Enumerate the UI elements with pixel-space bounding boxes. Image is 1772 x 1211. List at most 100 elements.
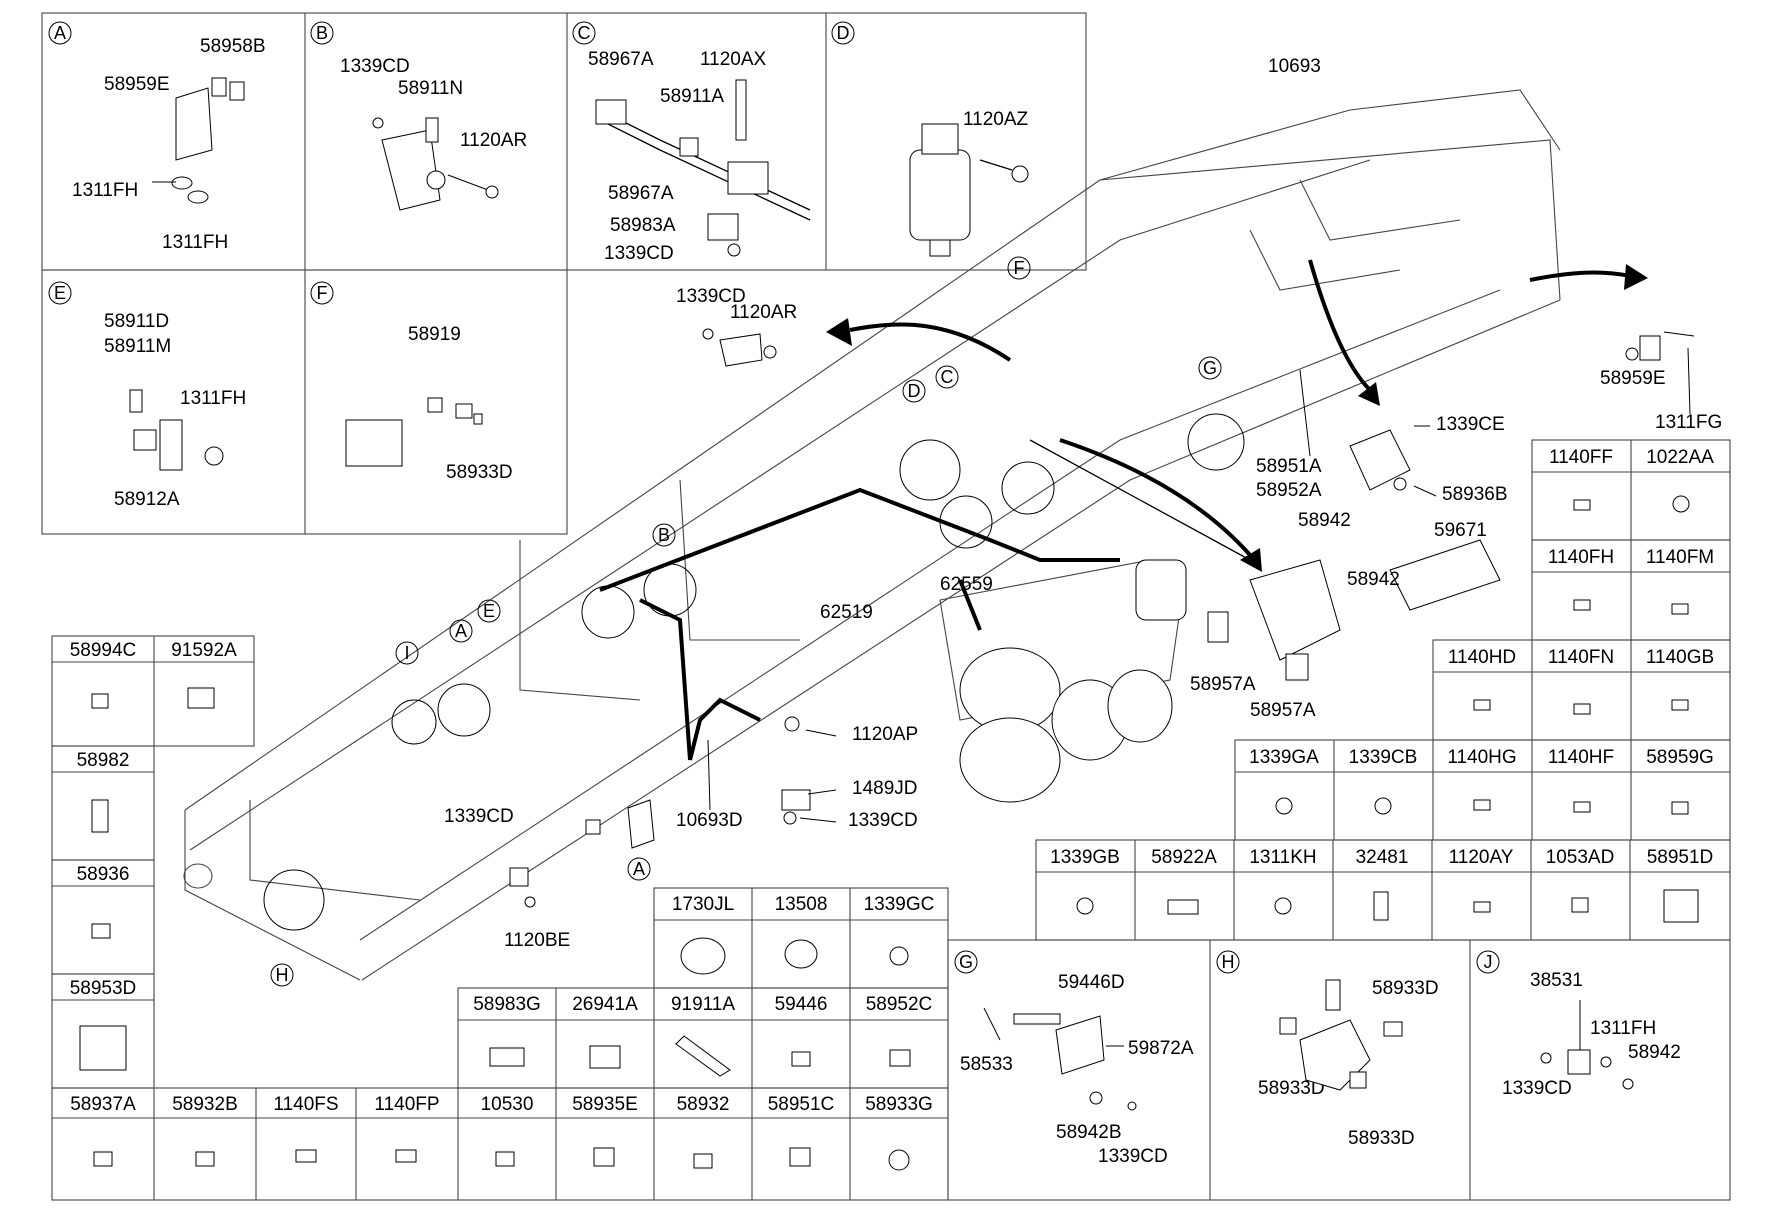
part-label: 58911N	[398, 78, 463, 99]
table-cell: 58953D	[70, 978, 137, 999]
table-cell: 58937A	[70, 1094, 136, 1115]
nut-icon	[1127, 1101, 1137, 1111]
part-label: 1311FH	[180, 388, 246, 409]
nut-icon	[1275, 797, 1293, 815]
part-label: 1339CD	[1098, 1146, 1168, 1167]
nut-icon	[889, 946, 909, 966]
section-a: 58958B 58959E 1311FH 1311FH	[72, 36, 266, 253]
main-labels: 10693 1339CD 1120AR 58959E 1311FG 1339CE…	[444, 56, 1722, 951]
bolt-icon	[763, 345, 777, 359]
part-label: 58983A	[610, 215, 676, 236]
arrow-icon	[1624, 264, 1648, 290]
table-cell: 58952C	[866, 994, 933, 1015]
clip-icon	[187, 687, 215, 709]
table-cell: 58994C	[70, 640, 137, 661]
bracket-icon	[1207, 611, 1229, 643]
bolt-icon	[1573, 499, 1591, 511]
part-label: 58911M	[104, 336, 171, 357]
tank-assembly	[939, 559, 1187, 803]
section-letter-h: H	[1222, 952, 1235, 972]
valve-icon	[1249, 559, 1341, 661]
bracket-icon	[91, 799, 109, 833]
bolt-icon	[1473, 799, 1491, 811]
section-letter-c: C	[578, 23, 591, 43]
part-label: 1120BE	[504, 930, 570, 951]
part-label: 62519	[820, 602, 873, 623]
part-label: 58533	[960, 1054, 1013, 1075]
main-parts	[509, 328, 1695, 908]
part-label: 1339CE	[1436, 414, 1505, 435]
table-cell: 58951C	[768, 1094, 835, 1115]
part-label: 59872A	[1128, 1038, 1194, 1059]
elbow-icon	[593, 1147, 615, 1167]
bracket-icon	[1571, 897, 1589, 913]
bracket-icon	[489, 1047, 525, 1067]
table-cell: 58935E	[572, 1094, 638, 1115]
table-cell: 1339GB	[1050, 847, 1120, 868]
pin-icon	[1013, 1013, 1061, 1025]
section-b: 1339CD 58911N 1120AR	[340, 56, 527, 211]
bolt-icon	[735, 79, 747, 141]
callouts: F D C G B E A I H A	[263, 256, 1245, 987]
table-cell: 91911A	[671, 994, 735, 1015]
bottom-parts-table: 1730JL 13508 1339GC 58983G 26941A 91911A…	[51, 887, 949, 1201]
section-c: 58967A 1120AX 58911A 58967A 58983A 1339C…	[588, 49, 811, 264]
table-cell: 1022AA	[1646, 447, 1714, 468]
table-part-icons	[1076, 495, 1699, 923]
part-label: 58942B	[1056, 1122, 1122, 1143]
fitting-icon	[1325, 979, 1341, 1011]
nut-icon	[888, 1149, 910, 1171]
table-cell: 1140FP	[374, 1094, 439, 1115]
bracket-icon	[1285, 653, 1309, 681]
cylinder-icon	[1389, 539, 1501, 611]
part-label: 58942	[1628, 1042, 1681, 1063]
part-label: 1339CD	[604, 243, 674, 264]
part-label: 58942	[1298, 510, 1351, 531]
fitting-icon	[1671, 801, 1689, 815]
bolt-icon	[784, 716, 800, 732]
section-letter-g: G	[959, 952, 973, 972]
bolt-icon	[295, 1149, 317, 1163]
bracket-icon	[91, 693, 109, 709]
table-cell: 58922A	[1151, 847, 1217, 868]
part-label: 58933D	[1258, 1078, 1325, 1099]
detail-box-grid	[41, 12, 1087, 535]
nut-icon	[372, 117, 384, 129]
connector-icon	[585, 819, 601, 835]
nut-icon	[1540, 1052, 1552, 1064]
table-cell: 1120AY	[1449, 847, 1514, 868]
fitting-icon	[1349, 1071, 1367, 1089]
bolt-icon	[1473, 901, 1491, 913]
elbow-icon	[789, 1147, 811, 1167]
section-letter-a: A	[54, 23, 66, 43]
part-label: 58911D	[104, 311, 169, 332]
grommet-icon	[680, 937, 726, 975]
bracket-icon	[1639, 335, 1661, 361]
fitting-icon	[211, 77, 227, 97]
section-letters: A B C D E F	[48, 21, 855, 305]
right-parts-table: 1140FF 1022AA 1140FH 1140FM 1140HD 1140F…	[1035, 439, 1731, 941]
part-label: 58933D	[1348, 1128, 1415, 1149]
table-cell: 1140HF	[1548, 747, 1614, 768]
table-cell: 1140FS	[273, 1094, 338, 1115]
clamp-icon	[727, 161, 769, 195]
callout-letter: E	[483, 601, 495, 621]
nut-icon	[1076, 897, 1094, 915]
table-cell: 58951D	[1647, 847, 1714, 868]
part-label: 62559	[940, 574, 993, 595]
part-label: 1339CD	[1502, 1078, 1572, 1099]
tee-icon	[1167, 899, 1199, 915]
block-icon	[345, 419, 403, 467]
part-label: 1311FH	[72, 180, 138, 201]
clip-icon	[589, 1045, 621, 1069]
detail-boxes-ghj: G H J 59446D 59872A 58533 58942B 1339CD …	[947, 939, 1731, 1201]
part-label: 10693D	[676, 810, 743, 831]
nut-icon	[1374, 797, 1392, 815]
fitting-icon	[129, 389, 143, 413]
callout-letter: B	[658, 525, 670, 545]
table-cell: 58932	[677, 1094, 730, 1115]
fitting-icon	[509, 867, 529, 887]
part-label: 59671	[1434, 520, 1487, 541]
bolt-icon	[1573, 801, 1591, 813]
table-cell: 1140FH	[1548, 547, 1614, 568]
